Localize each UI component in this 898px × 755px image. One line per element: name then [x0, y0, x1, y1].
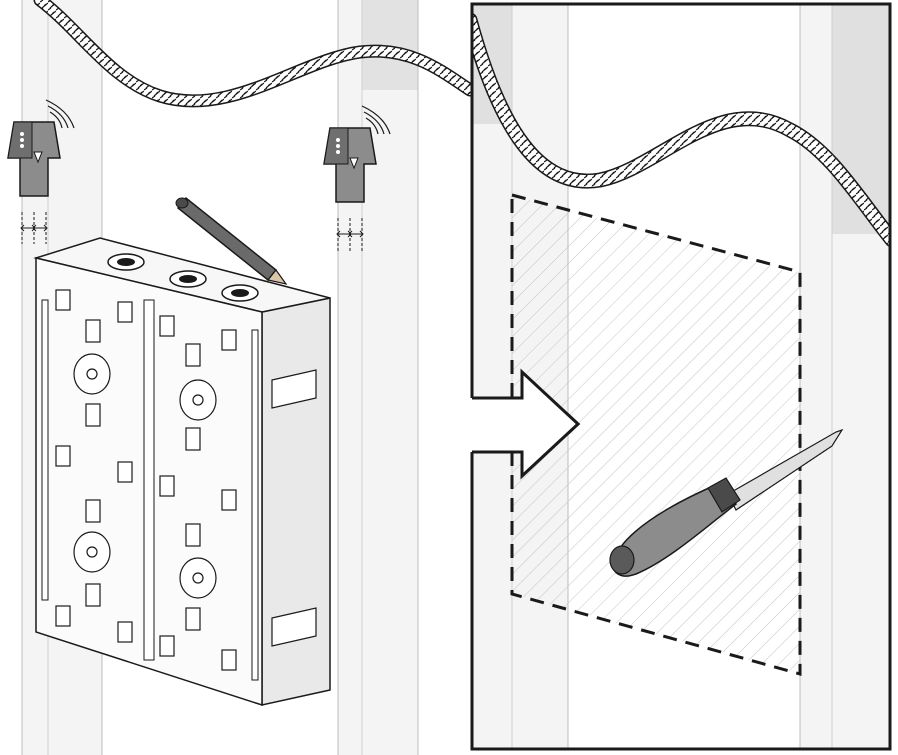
measure-marks-middle: [336, 218, 364, 252]
cutout-area: [510, 193, 802, 676]
enclosure-box: [33, 237, 331, 707]
drywall-saw-icon: [609, 428, 844, 577]
measure-marks-left: [20, 212, 48, 244]
wall-stud-middle: [337, 0, 419, 755]
detail-panel: [470, 2, 892, 751]
stud-finder-icon-2: [323, 105, 391, 203]
overview-panel: [7, 0, 477, 755]
pencil-icon: [175, 196, 288, 285]
cable: [33, 0, 477, 108]
stud-finder-icon: [7, 99, 75, 197]
